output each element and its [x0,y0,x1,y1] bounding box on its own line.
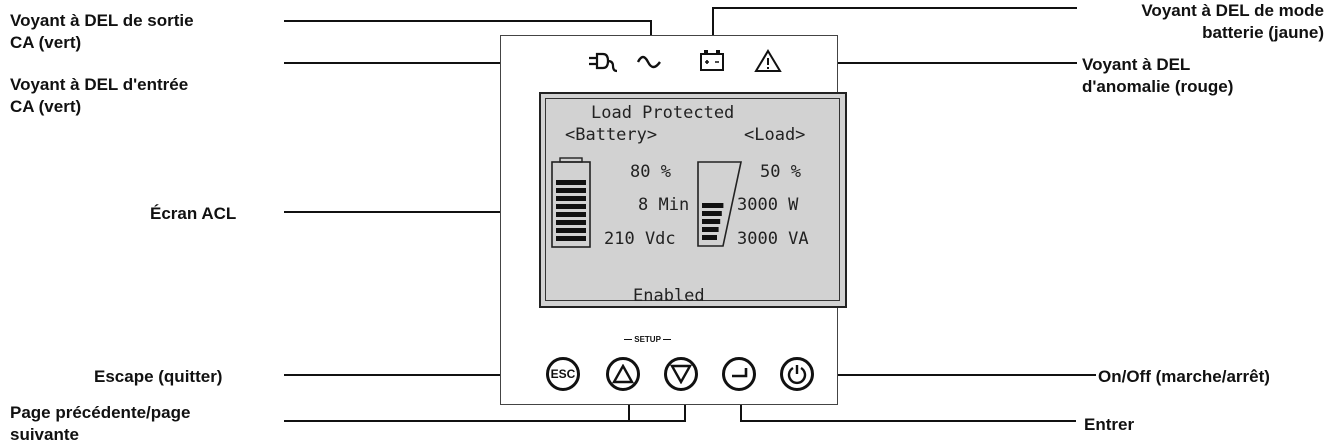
lcd-status-line: Load Protected [591,103,735,123]
enter-arrow-icon [732,368,748,378]
lcd-footer: Enabled [633,286,705,306]
battery-level-bar [556,180,586,185]
leader-lcd [284,211,536,213]
load-level-bar [702,235,717,240]
lcd-battery-percent: 80 % [630,162,671,182]
lcd-battery-runtime: 8 Min [638,195,690,215]
setup-label: SETUP [624,335,671,344]
callout-lcd-screen: Écran ACL [150,204,237,223]
esc-button[interactable]: ESC [546,357,580,391]
callout-ac-input-led: Voyant à DEL d'entrée CA (vert) [10,75,189,116]
leader-page-nav-up [628,392,630,422]
battery-level-bar [556,196,586,201]
battery-level-bar [556,220,586,225]
lcd-battery-header: <Battery> [565,125,658,145]
load-level-bar [702,203,724,208]
leader-page-nav-down [684,392,686,422]
lcd-load-percent: 50 % [760,162,801,182]
load-level-bar [702,227,719,232]
callout-on-off: On/Off (marche/arrêt) [1098,367,1270,386]
leader-page-nav [284,420,686,422]
lcd-inner-border [545,98,840,301]
leader-enter [740,420,1076,422]
leader-escape [284,374,546,376]
leader-ac-output [284,20,652,22]
leader-fault [780,62,1077,64]
callout-page-nav: Page précédente/page suivante [10,403,191,444]
battery-level-bar [556,188,586,193]
leader-battery-mode [712,7,1077,9]
load-level-bar [702,219,721,224]
load-level-gauge [697,161,742,247]
lcd-load-va: 3000 VA [737,229,809,249]
page-up-button[interactable] [606,357,640,391]
power-icon [787,365,807,385]
triangle-up-icon [612,364,634,384]
callout-battery-mode-led: Voyant à DEL de mode batterie (jaune) [1141,1,1324,42]
leader-on-off [820,374,1096,376]
callout-escape: Escape (quitter) [94,367,223,386]
lcd-load-watts: 3000 W [737,195,799,215]
callout-fault-led: Voyant à DEL d'anomalie (rouge) [1082,55,1234,96]
battery-level-bar [556,204,586,209]
callout-ac-output-led: Voyant à DEL de sortie CA (vert) [10,11,194,52]
sine-wave-icon [636,55,661,69]
leader-battery-mode-drop [712,7,714,51]
callout-enter: Entrer [1084,415,1135,434]
warning-triangle-icon [754,49,782,72]
triangle-down-icon [670,364,692,384]
battery-level-bar [556,236,586,241]
plug-icon [589,52,618,73]
enter-button[interactable] [722,357,756,391]
battery-level-bar [556,228,586,233]
load-level-bar [702,211,722,216]
leader-enter-drop [740,392,742,422]
page-down-button[interactable] [664,357,698,391]
power-button[interactable] [780,357,814,391]
leader-ac-input [284,62,570,64]
lcd-battery-voltage: 210 Vdc [604,229,676,249]
battery-icon [700,50,724,71]
battery-level-bar [556,212,586,217]
lcd-load-header: <Load> [744,125,806,145]
battery-level-gauge [551,157,591,248]
lcd-screen [539,92,847,308]
